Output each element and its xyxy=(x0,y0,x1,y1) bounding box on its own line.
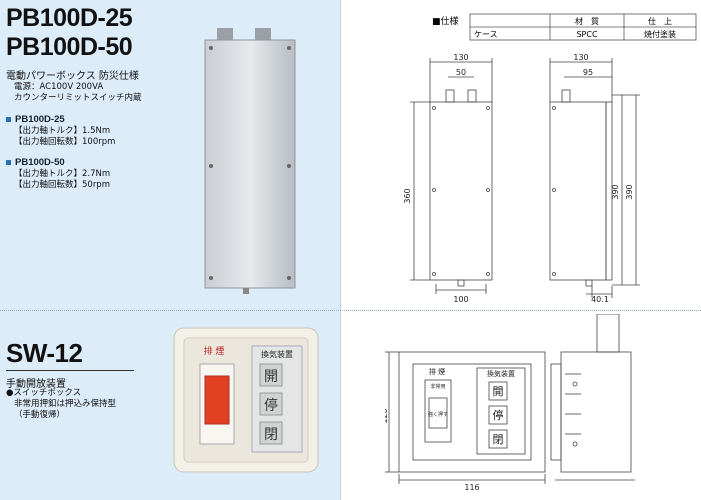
pb-model-2-rpm: 【出力軸回転数】50rpm xyxy=(14,180,110,190)
dim-side-height-2: 390 xyxy=(625,184,634,199)
spec-col-finish: 仕 上 xyxy=(648,16,672,26)
drawing-btn-stop: 停 xyxy=(493,408,504,422)
power-box-photo xyxy=(204,28,296,294)
drawing-btn-open: 開 xyxy=(493,385,504,398)
drawing-push-label: 強く押す xyxy=(428,411,448,418)
pb-model-2-name: PB100D-50 xyxy=(6,157,65,168)
spec-table: ■仕様 材 質 仕 上 ケース SPCC 焼付塗装 xyxy=(432,13,697,41)
photo-btn-stop: 停 xyxy=(264,397,278,414)
dim-side-width: 130 xyxy=(573,53,588,62)
pb-model-2-torque: 【出力軸トルク】2.7Nm xyxy=(14,169,111,179)
dim-side-height-1: 390 xyxy=(611,184,620,199)
pb-spec-line-1: 電源：AC100V 200VA xyxy=(14,82,104,92)
section-divider xyxy=(0,310,701,311)
switch-box-photo: 排 煙 換気装置 開 停 閉 xyxy=(173,327,319,473)
pb-model-1-rpm: 【出力軸回転数】100rpm xyxy=(14,137,116,147)
spec-col-material: 材 質 xyxy=(575,16,599,26)
sw-subtitle: 手動開放装置 xyxy=(6,379,66,390)
sw-desc-2: （手動復帰） xyxy=(14,410,66,420)
dim-front-inner: 50 xyxy=(456,68,466,77)
photo-right-label: 換気装置 xyxy=(261,349,293,359)
drawing-left-label: 排 煙 xyxy=(429,367,445,376)
photo-btn-close: 閉 xyxy=(264,427,278,443)
dim-front-bottom: 100 xyxy=(453,295,468,304)
drawing-btn-close: 閉 xyxy=(493,433,504,446)
photo-left-label: 排 煙 xyxy=(204,345,225,357)
sw-title-underline xyxy=(6,370,134,371)
dim-side-bottom: 40.1 xyxy=(591,295,609,304)
photo-btn-open: 開 xyxy=(264,369,278,385)
dim-front-height: 360 xyxy=(403,188,412,203)
power-box-drawing: 130 50 360 100 130 95 390 390 40.1 xyxy=(403,53,640,304)
dim-sw-height: 120 xyxy=(385,408,389,423)
dim-side-inner: 95 xyxy=(583,68,593,77)
switch-box-drawing: 排 煙 非常用 強く押す 換気装置 開 停 閉 120 116 xyxy=(385,314,635,492)
pb-model-1-name: PB100D-25 xyxy=(6,114,65,125)
spec-table-heading: ■仕様 xyxy=(432,15,459,27)
dim-sw-width: 116 xyxy=(464,483,479,492)
spec-row-label: ケース xyxy=(474,30,498,39)
sw-bullet: ●スイッチボックス xyxy=(6,388,82,398)
pb-spec-line-2: カウンターリミットスイッチ内蔵 xyxy=(14,93,142,103)
dim-front-width: 130 xyxy=(453,53,468,62)
pb-model-1-torque: 【出力軸トルク】1.5Nm xyxy=(14,126,111,136)
vertical-divider xyxy=(340,0,341,500)
sw-desc-1: 非常用押釦は押込み保持型 xyxy=(14,399,117,409)
spec-material: SPCC xyxy=(576,30,597,39)
pb-title-1: PB100D-25 xyxy=(6,4,133,32)
drawing-small-label: 非常用 xyxy=(430,383,445,390)
pb-title-2: PB100D-50 xyxy=(6,33,133,61)
pb-subtitle: 電動パワーボックス 防災仕様 xyxy=(6,71,139,82)
drawing-right-label: 換気装置 xyxy=(487,369,515,378)
sw-title: SW-12 xyxy=(6,338,83,368)
spec-finish: 焼付塗装 xyxy=(644,29,676,39)
